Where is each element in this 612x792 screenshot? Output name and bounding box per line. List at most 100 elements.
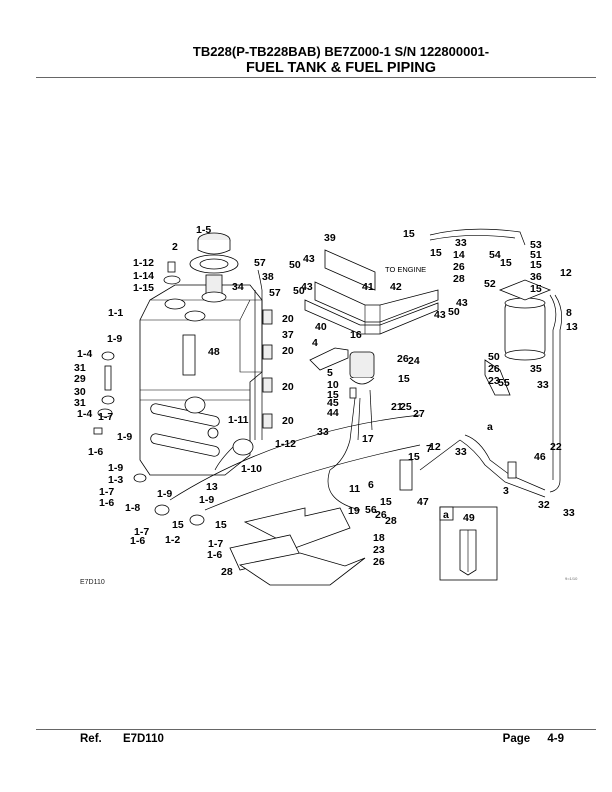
callout-12: 12: [560, 267, 572, 279]
callout-49: 49: [463, 512, 475, 524]
callout-42: 42: [390, 281, 402, 293]
callout-18: 18: [373, 532, 385, 544]
callout-1-7: 1-7: [99, 486, 114, 498]
footer-reference: Ref. E7D110: [80, 733, 182, 745]
callout-32: 32: [538, 499, 550, 511]
callout-15: 15: [327, 389, 339, 401]
callout-15: 15: [530, 259, 542, 271]
callout-37: 37: [282, 329, 294, 341]
callout-33: 33: [317, 426, 329, 438]
callout-1-4: 1-4: [77, 348, 92, 360]
ref-label: Ref.: [80, 733, 102, 745]
callout-35: 35: [530, 363, 542, 375]
callout-48: 48: [208, 346, 220, 358]
callout-44: 44: [327, 407, 339, 419]
callout-23: 23: [373, 544, 385, 556]
callout-1-6: 1-6: [207, 549, 222, 561]
page-label: Page: [502, 733, 531, 745]
callout-1-7: 1-7: [98, 411, 113, 423]
callout-54: 54: [489, 249, 501, 261]
callout-22: 22: [550, 441, 562, 453]
callout-30: 30: [74, 386, 86, 398]
callout-41: 41: [362, 281, 374, 293]
callout-1-9: 1-9: [157, 488, 172, 500]
filler-cap-assembly: [163, 232, 239, 303]
callout-57: 57: [254, 257, 266, 269]
callout-51: 51: [530, 249, 542, 261]
scale-note: 9=1/10: [565, 576, 578, 581]
callout-43: 43: [456, 297, 468, 309]
callout-1-6: 1-6: [130, 535, 145, 547]
callout-11: 11: [349, 483, 360, 495]
callout-28: 28: [221, 566, 233, 578]
page-number: 4-9: [547, 733, 564, 745]
callout-26: 26: [375, 509, 387, 521]
water-separator: [429, 228, 562, 493]
callout-28: 28: [453, 273, 465, 285]
diagram-ref-code: E7D110: [80, 579, 105, 586]
callout-15: 15: [430, 247, 442, 259]
callout-56: 56: [365, 504, 377, 516]
callout-38: 38: [262, 271, 274, 283]
callout-1-12: 1-12: [133, 257, 154, 269]
guard-assembly: [304, 249, 439, 335]
callout-13: 13: [566, 321, 578, 333]
callout-31: 31: [74, 362, 86, 374]
callout-36: 36: [530, 271, 542, 283]
callout-1-2: 1-2: [165, 534, 180, 546]
callout-15: 15: [403, 228, 415, 240]
callout-21: 21: [391, 401, 403, 413]
callout-20: 20: [282, 345, 294, 357]
callout-13: 13: [206, 481, 218, 493]
callout-33: 33: [455, 237, 467, 249]
callout-31: 31: [74, 397, 86, 409]
callout-15: 15: [398, 373, 410, 385]
callout-34: 34: [232, 281, 244, 293]
callout-4: 4: [312, 337, 318, 349]
callout-2: 2: [172, 241, 178, 253]
header-divider: [36, 77, 596, 78]
callout-15: 15: [172, 519, 184, 531]
callout-1-7: 1-7: [134, 526, 149, 538]
callout-3: 3: [503, 485, 509, 497]
callout-19: 19: [348, 505, 360, 517]
callout-47: 47: [417, 496, 429, 508]
callout-15: 15: [215, 519, 227, 531]
callout-24: 24: [408, 355, 420, 367]
callout-33: 33: [537, 379, 549, 391]
callout-23: 23: [488, 375, 500, 387]
callout-17: 17: [362, 433, 374, 445]
callout-1-8: 1-8: [125, 502, 140, 514]
callout-53: 53: [530, 239, 542, 251]
callout-52: 52: [484, 278, 496, 290]
detail-tag: a: [443, 509, 449, 521]
callout-28: 28: [385, 515, 397, 527]
callout-1-6: 1-6: [88, 446, 103, 458]
drain-fittings: [93, 351, 421, 526]
callout-29: 29: [74, 373, 86, 385]
callout-20: 20: [282, 313, 294, 325]
callout-1-3: 1-3: [108, 474, 123, 486]
footer-page: Page 4-9: [489, 733, 564, 745]
page-title: FUEL TANK & FUEL PIPING: [245, 60, 437, 76]
callout-26: 26: [373, 556, 385, 568]
callout-5: 5: [327, 367, 333, 379]
callout-25: 25: [400, 401, 412, 413]
ref-code: E7D110: [122, 733, 164, 745]
callout-20: 20: [282, 415, 294, 427]
callout-1-4: 1-4: [77, 408, 92, 420]
callout-15: 15: [380, 496, 392, 508]
callout-12: 12: [429, 441, 441, 453]
callout-1-14: 1-14: [133, 270, 154, 282]
callout-50: 50: [293, 285, 305, 297]
model-serial-line: TB228(P-TB228BAB) BE7Z000-1 S/N 12280000…: [192, 44, 490, 59]
callout-57: 57: [269, 287, 281, 299]
callout-27: 27: [413, 408, 425, 420]
callout-1-15: 1-15: [133, 282, 154, 294]
callout-39: 39: [324, 232, 336, 244]
callout-16: 16: [350, 329, 362, 341]
callout-15: 15: [500, 257, 512, 269]
footer-divider: [36, 729, 596, 730]
detail-box-a: a 49: [439, 506, 498, 581]
